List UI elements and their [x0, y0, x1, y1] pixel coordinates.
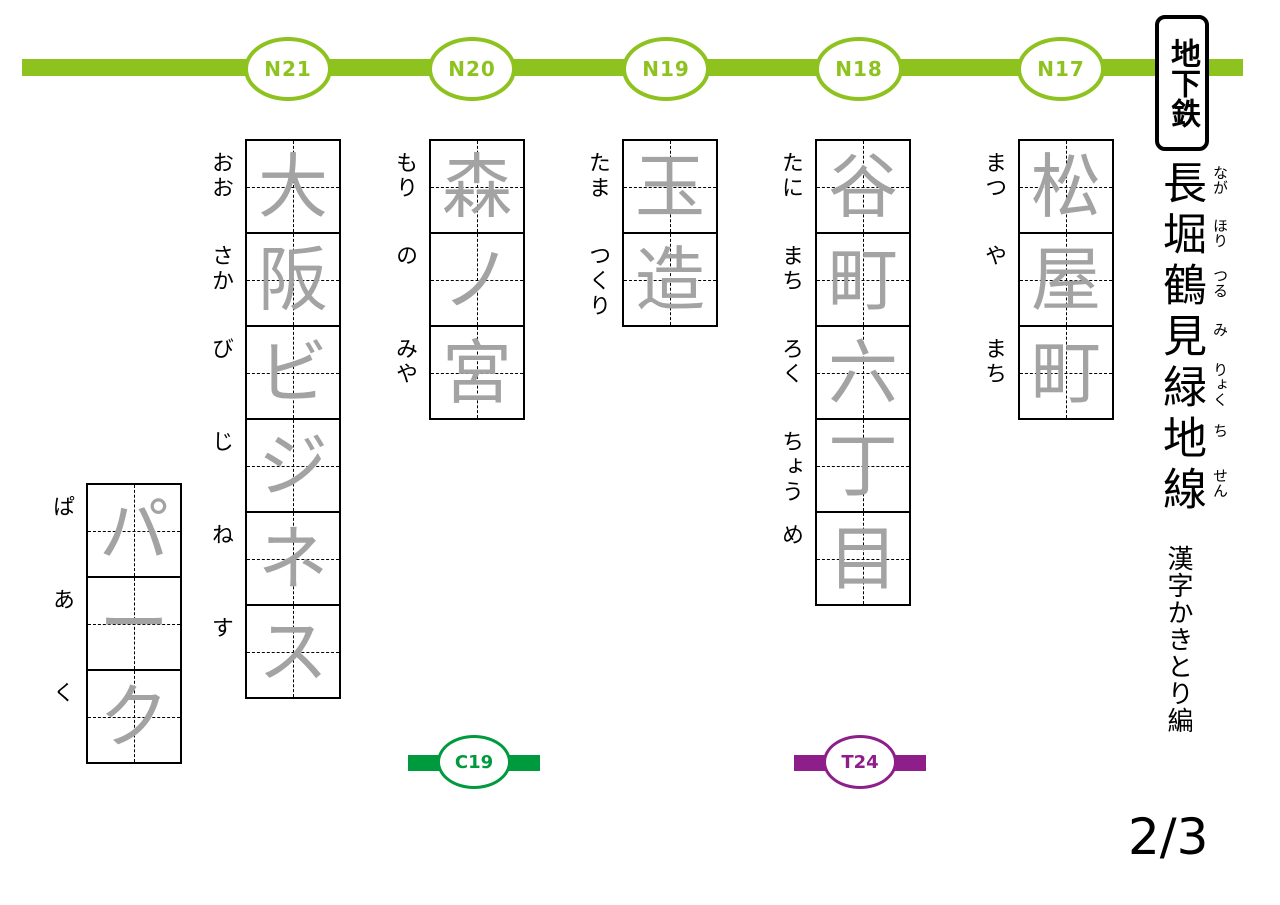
trace-character: ビ [258, 331, 328, 414]
page-number: 2/3 [1128, 808, 1209, 866]
trace-character: ス [258, 610, 328, 693]
furigana: もり [392, 151, 417, 201]
trace-character: 造 [635, 238, 705, 321]
furigana: め [778, 523, 803, 548]
furigana: ね [208, 523, 233, 548]
furigana: じ [208, 430, 233, 455]
writing-cell[interactable]: 大 [247, 141, 339, 234]
furigana: おお [208, 151, 233, 201]
furigana: す [208, 616, 233, 641]
writing-cell[interactable]: ク [88, 671, 180, 764]
trace-character: ク [99, 675, 169, 758]
furigana: く [49, 681, 74, 706]
writing-cell[interactable]: ノ [431, 234, 523, 327]
trace-character: ネ [258, 517, 328, 600]
trace-character: パ [99, 489, 169, 572]
station-number-badge: N17 [1017, 37, 1105, 101]
writing-cell[interactable]: ス [247, 606, 339, 699]
writing-cell[interactable]: 屋 [1020, 234, 1112, 327]
furigana: たま [585, 151, 610, 201]
writing-cell[interactable]: 町 [1020, 327, 1112, 420]
furigana: さか [208, 244, 233, 294]
writing-column: 玉造 [622, 139, 718, 327]
trace-character: 町 [828, 238, 898, 321]
writing-cell[interactable]: 森 [431, 141, 523, 234]
writing-cell[interactable]: 松 [1020, 141, 1112, 234]
title-furigana: ほり [1211, 218, 1229, 248]
furigana: つくり [585, 244, 610, 319]
writing-cell[interactable]: ネ [247, 513, 339, 606]
line-title: 長堀鶴見緑地線 [1155, 160, 1206, 517]
trace-character: 大 [258, 145, 328, 228]
furigana: あ [49, 588, 74, 613]
writing-cell[interactable]: 造 [624, 234, 716, 327]
trace-character: 目 [828, 517, 898, 600]
writing-column: 森ノ宮 [429, 139, 525, 420]
title-furigana: み [1211, 322, 1229, 337]
furigana: みや [392, 337, 417, 387]
station-number-badge: N18 [815, 37, 903, 101]
trace-character: ー [99, 582, 169, 665]
writing-cell[interactable]: ビ [247, 327, 339, 420]
title-furigana: りょく [1211, 362, 1229, 407]
furigana: び [208, 337, 233, 362]
transfer-station-badge: C19 [437, 735, 511, 789]
station-number-badge: N20 [428, 37, 516, 101]
trace-character: 丁 [828, 424, 898, 507]
writing-cell[interactable]: 宮 [431, 327, 523, 420]
station-number-badge: N19 [622, 37, 710, 101]
writing-column: 松屋町 [1018, 139, 1114, 420]
trace-character: 宮 [442, 331, 512, 414]
furigana: や [981, 244, 1006, 269]
title-furigana: つる [1211, 268, 1229, 298]
transfer-station-badge: T24 [823, 735, 897, 789]
subway-badge: 地下鉄 [1155, 15, 1209, 151]
furigana: まち [981, 337, 1006, 387]
trace-character: 阪 [258, 238, 328, 321]
writing-cell[interactable]: 丁 [817, 420, 909, 513]
furigana: の [392, 244, 417, 269]
trace-character: ジ [258, 424, 328, 507]
writing-cell[interactable]: 目 [817, 513, 909, 606]
furigana: ぱ [49, 495, 74, 520]
trace-character: 町 [1031, 331, 1101, 414]
writing-cell[interactable]: パ [88, 485, 180, 578]
trace-character: ノ [442, 238, 512, 321]
subtitle: 漢字かきとり編 [1163, 545, 1193, 734]
writing-column: 谷町六丁目 [815, 139, 911, 606]
trace-character: 六 [828, 331, 898, 414]
writing-cell[interactable]: ジ [247, 420, 339, 513]
writing-cell[interactable]: 町 [817, 234, 909, 327]
writing-cell[interactable]: 谷 [817, 141, 909, 234]
trace-character: 谷 [828, 145, 898, 228]
writing-cell[interactable]: 阪 [247, 234, 339, 327]
writing-cell[interactable]: 六 [817, 327, 909, 420]
furigana: まつ [981, 151, 1006, 201]
writing-column: 大阪ビジネス [245, 139, 341, 699]
writing-column: パーク [86, 483, 182, 764]
title-furigana: せん [1211, 468, 1229, 498]
furigana: たに [778, 151, 803, 201]
furigana: ちょう [778, 430, 803, 505]
title-furigana: ち [1211, 423, 1229, 438]
station-number-badge: N21 [244, 37, 332, 101]
trace-character: 屋 [1031, 238, 1101, 321]
furigana: ろく [778, 337, 803, 387]
trace-character: 松 [1031, 145, 1101, 228]
writing-cell[interactable]: 玉 [624, 141, 716, 234]
trace-character: 森 [442, 145, 512, 228]
furigana: まち [778, 244, 803, 294]
writing-cell[interactable]: ー [88, 578, 180, 671]
trace-character: 玉 [635, 145, 705, 228]
title-furigana: なが [1211, 165, 1229, 195]
